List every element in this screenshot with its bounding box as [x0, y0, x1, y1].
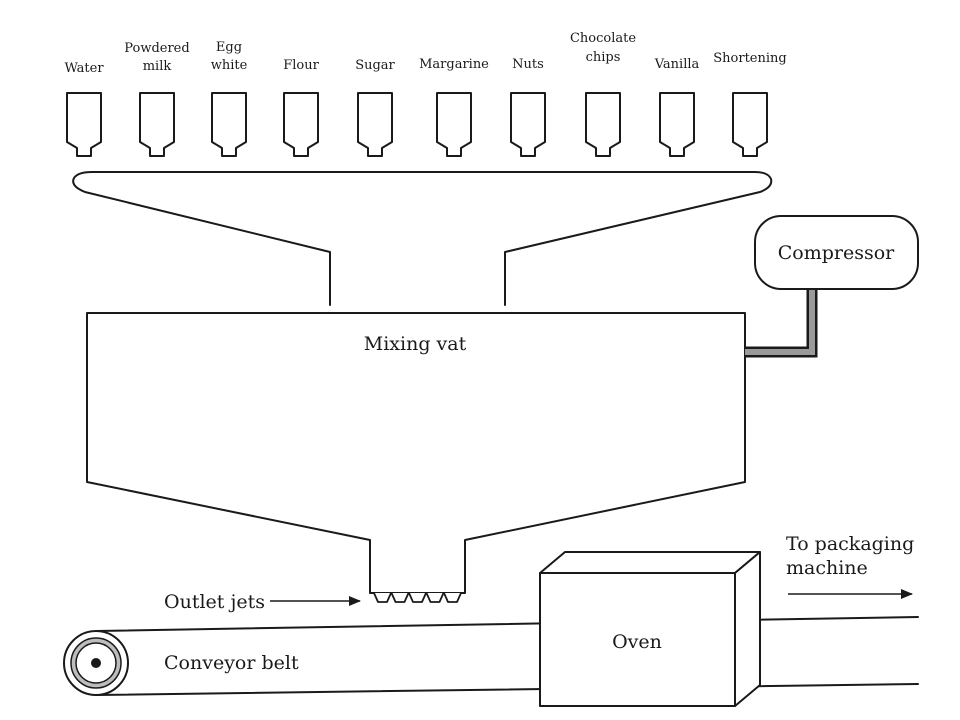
ingredient-label: Margarine: [419, 57, 489, 72]
outlet-jet: [425, 592, 445, 603]
ingredient-hopper: [66, 92, 102, 157]
oven-label: Oven: [612, 631, 662, 653]
compressor: [754, 215, 919, 290]
ingredient-label: Egg: [216, 40, 242, 55]
ingredient-label: Sugar: [355, 58, 395, 73]
mixing-vat-label: Mixing vat: [364, 333, 467, 355]
outlet-jet: [443, 592, 462, 603]
outlet-jet: [390, 592, 410, 603]
ingredient-label: Vanilla: [654, 57, 700, 72]
ingredient-hoppers: Water Powdered milk Egg white Flour Sugar Marga…: [64, 31, 787, 157]
ingredient-hopper: [436, 92, 472, 157]
ingredient-label: Water: [64, 61, 104, 76]
outlet-jet: [408, 592, 427, 603]
ingredient-hopper: [283, 92, 319, 157]
ingredient-hopper: [357, 92, 393, 157]
to-packaging-label-line2: machine: [786, 557, 868, 579]
ingredient-hopper: [659, 92, 695, 157]
to-packaging-label-line1: To packaging: [786, 533, 914, 555]
ingredient-hopper: [139, 92, 175, 157]
ingredient-hopper: [510, 92, 546, 157]
ingredient-label: chips: [586, 50, 621, 65]
outlet-jets: [373, 592, 462, 603]
ingredient-label: Chocolate: [570, 31, 636, 46]
ingredient-label: white: [211, 58, 248, 73]
ingredient-label: Shortening: [713, 51, 786, 66]
conveyor-belt: [95, 616, 919, 696]
ingredient-label: Powdered: [124, 41, 189, 56]
mixing-vat: [86, 312, 746, 594]
conveyor-roller: [63, 630, 129, 696]
compressor-label: Compressor: [778, 242, 895, 264]
oven: [539, 551, 761, 707]
ingredient-label: milk: [143, 59, 172, 74]
ingredient-hopper: [732, 92, 768, 157]
outlet-jet: [373, 592, 392, 603]
collecting-funnel: [72, 171, 773, 306]
ingredient-label: Nuts: [512, 57, 544, 72]
conveyor-belt-label: Conveyor belt: [164, 652, 299, 674]
ingredient-hopper: [211, 92, 247, 157]
ingredient-label: Flour: [283, 58, 319, 73]
ingredient-hopper: [585, 92, 621, 157]
outlet-jets-label: Outlet jets: [164, 591, 265, 613]
air-pipe: [745, 287, 818, 358]
